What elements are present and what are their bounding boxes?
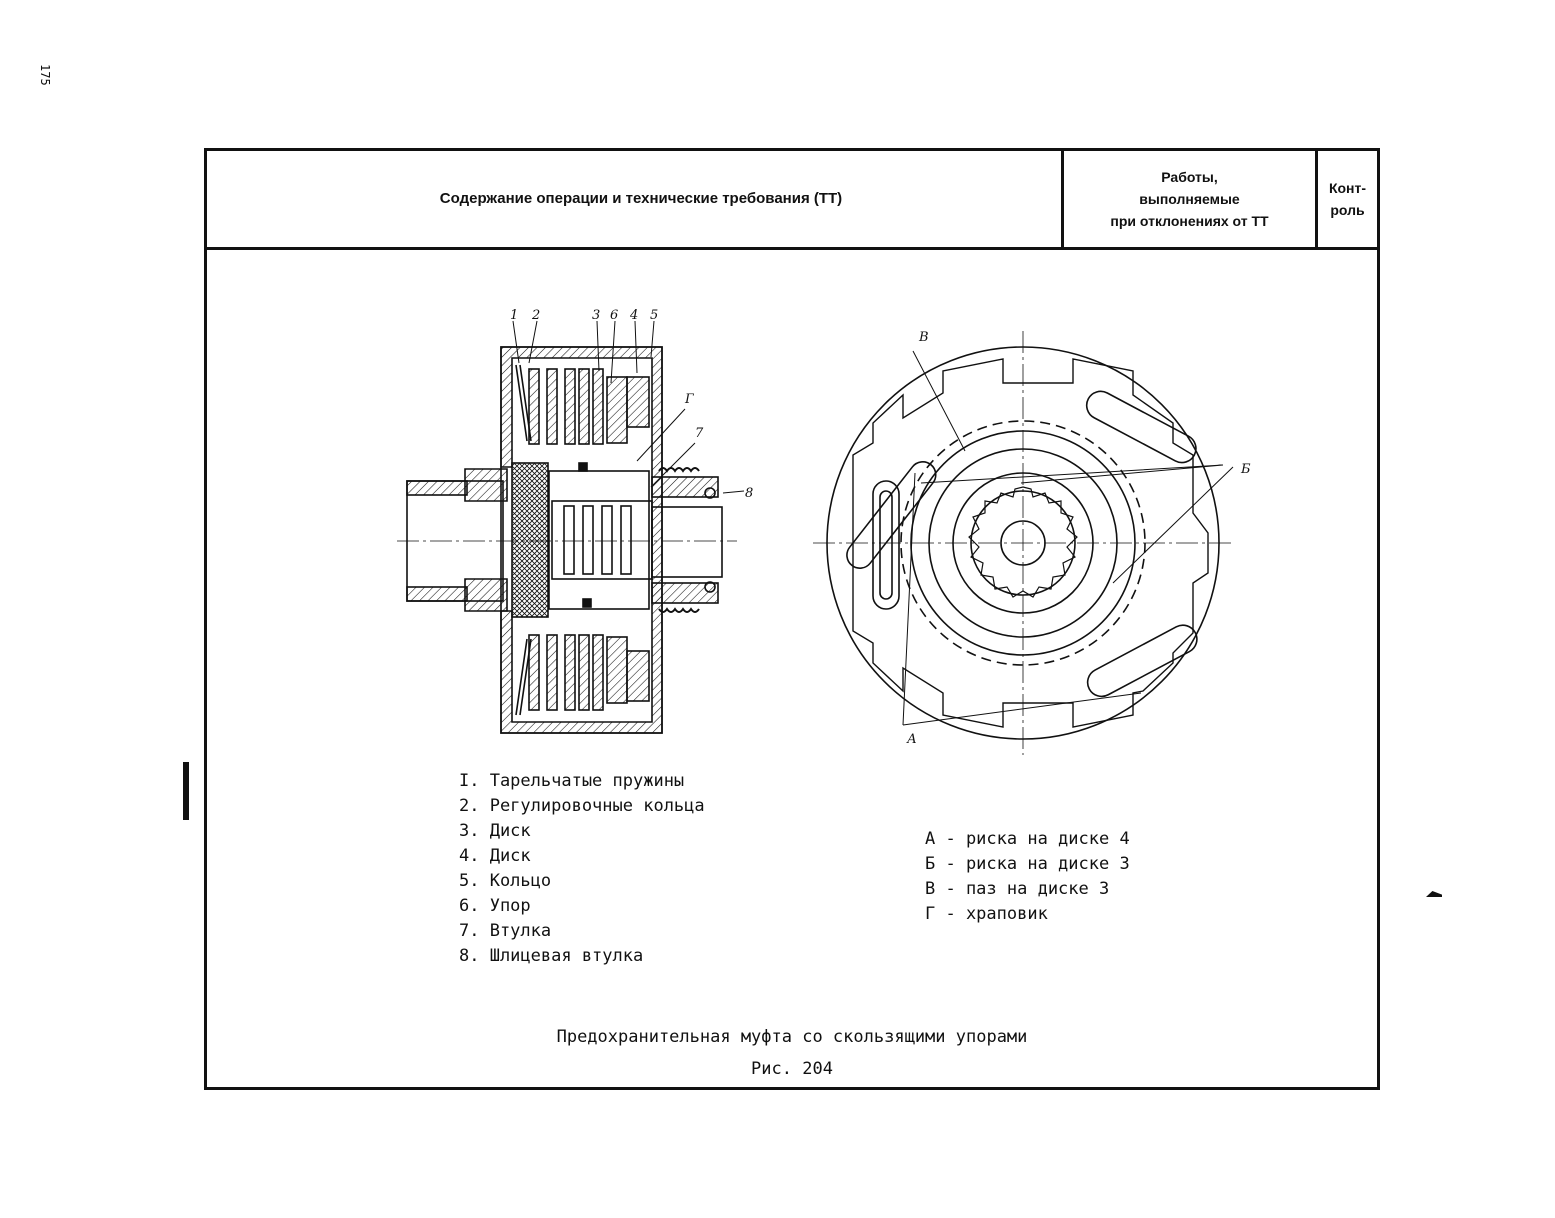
- callout-b: Б: [1240, 462, 1251, 477]
- callout-4: 4: [629, 308, 638, 323]
- callout-2: 2: [531, 308, 540, 323]
- callout-5: 5: [650, 308, 658, 323]
- part-item: 2. Регулировочные кольца: [459, 796, 705, 816]
- margin-mark: [1426, 891, 1442, 897]
- sectional-view-callouts: 1 2 3 6 4 5 Г 7 8: [510, 308, 753, 501]
- part-item: 7. Втулка: [459, 921, 552, 941]
- part-item: I. Тарельчатые пружины: [459, 771, 685, 791]
- header-content-column: Содержание операции и технические требов…: [207, 151, 1064, 247]
- end-view-callouts: В Б А: [906, 330, 1251, 747]
- mark-item: Г - храповик: [925, 904, 1048, 924]
- marks-legend: А - риска на диске 4 Б - риска на диске …: [925, 827, 1130, 927]
- margin-bar: [183, 762, 189, 820]
- mark-item: А - риска на диске 4: [925, 829, 1130, 849]
- mark-item: Б - риска на диске 3: [925, 854, 1130, 874]
- callout-8: 8: [745, 486, 753, 501]
- page-number: 175: [38, 64, 52, 86]
- callout-g: Г: [684, 392, 694, 407]
- callout-1: 1: [510, 308, 518, 323]
- part-item: 4. Диск: [459, 846, 531, 866]
- callout-v: В: [918, 330, 929, 345]
- document-frame: Содержание операции и технические требов…: [204, 148, 1380, 1090]
- header-deviation-column: Работы, выполняемые при отклонениях от Т…: [1064, 151, 1318, 247]
- callout-7: 7: [695, 426, 704, 441]
- parts-legend: I. Тарельчатые пружины 2. Регулировочные…: [459, 769, 705, 969]
- part-item: 3. Диск: [459, 821, 531, 841]
- figure-title: Предохранительная муфта со скользящими у…: [556, 1027, 1028, 1047]
- callout-a: А: [906, 732, 917, 747]
- callout-6: 6: [610, 308, 618, 323]
- mark-item: В - паз на диске 3: [925, 879, 1110, 899]
- technical-drawing: 1 2 3 6 4 5 Г 7 8: [397, 308, 1251, 755]
- header-control-column: Конт- роль: [1328, 180, 1367, 218]
- end-view: [813, 331, 1234, 755]
- part-item: 8. Шлицевая втулка: [459, 946, 644, 966]
- part-item: 5. Кольцо: [459, 871, 552, 891]
- table-header: Содержание операции и технические требов…: [207, 151, 1377, 250]
- callout-3: 3: [592, 308, 600, 323]
- figure-number: Рис. 204: [751, 1059, 833, 1079]
- sectional-view: [397, 320, 745, 734]
- part-item: 6. Упор: [459, 896, 531, 916]
